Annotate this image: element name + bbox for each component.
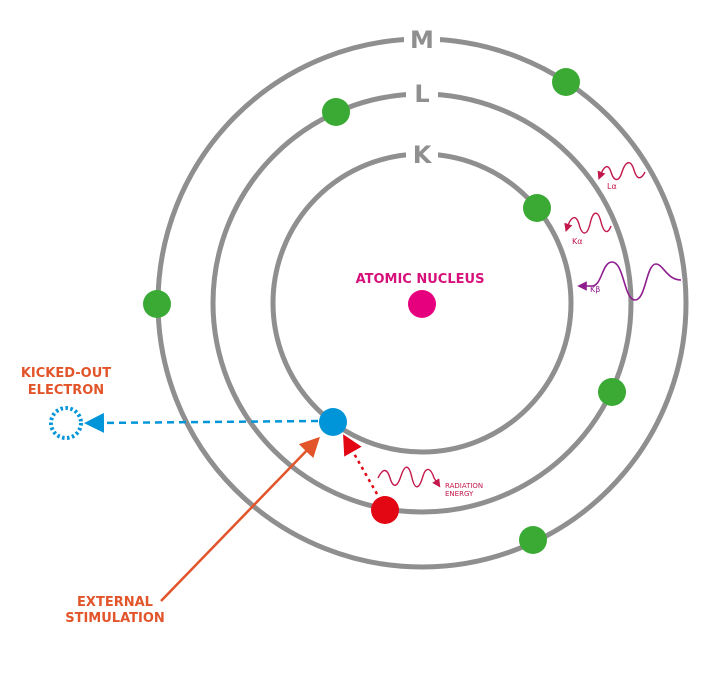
kicked-out-label-line2: ELECTRON <box>28 383 104 398</box>
electron-m-left <box>143 290 171 318</box>
electron-m-bottom <box>519 526 547 554</box>
k-shell-vacancy-electron <box>319 408 347 436</box>
external-stimulation-label-line2: STIMULATION <box>65 611 165 626</box>
external-stimulation-label-line1: EXTERNAL <box>77 595 153 610</box>
kicked-out-electron <box>49 406 83 440</box>
l-alpha-wave <box>597 162 646 181</box>
m-label-gap <box>404 24 440 56</box>
electron-l-right <box>598 378 626 406</box>
atomic-nucleus <box>408 290 436 318</box>
k-beta-wave <box>577 261 682 301</box>
k-alpha-label: Kα <box>572 237 583 246</box>
kicked-out-label-line1: KICKED-OUT <box>21 366 111 381</box>
ejection-arrow <box>84 412 319 433</box>
external-stimulation-arrow <box>160 436 320 602</box>
electron-k-right <box>523 194 551 222</box>
l-label-gap <box>406 78 438 110</box>
l-shell-label: L <box>414 80 429 108</box>
k-alpha-wave <box>564 212 612 234</box>
radiation-label-line1: RADIATION <box>445 482 483 490</box>
falling-electron <box>371 496 399 524</box>
radiation-energy-wave <box>377 466 441 488</box>
k-shell-label: K <box>413 141 433 169</box>
electron-m-top-right <box>552 68 580 96</box>
l-alpha-label: Lα <box>607 182 617 191</box>
nucleus-label: ATOMIC NUCLEUS <box>356 272 485 287</box>
k-beta-label: Kβ <box>590 285 600 294</box>
k-label-gap <box>406 138 438 170</box>
electron-l-top-left <box>322 98 350 126</box>
radiation-label-line2: ENERGY <box>445 490 474 498</box>
transition-arrow <box>343 434 379 495</box>
m-shell-label: M <box>410 26 434 54</box>
